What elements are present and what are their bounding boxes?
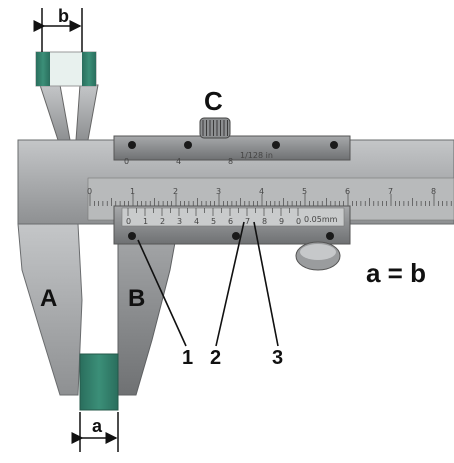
screw-icon: [184, 141, 192, 149]
knurl-lines: [202, 120, 228, 136]
main-scale-label: 7: [388, 187, 393, 196]
label-a: a: [92, 416, 103, 436]
main-scale-label: 2: [173, 187, 178, 196]
callouts: 1 2 3: [137, 221, 283, 369]
measured-block: [79, 353, 119, 411]
vernier-scale-label: 7: [245, 217, 250, 226]
clamp-screw: C: [199, 86, 231, 139]
vernier-scale-label: 4: [194, 217, 199, 226]
label-c: C: [204, 86, 223, 116]
label-b: b: [58, 6, 69, 26]
inch-scale-labels: 0 4 8: [124, 157, 233, 166]
vernier-slider: 0 1 2 3 4 5 6 7 8 9 0 0.05mm 0 4 8 1/128 in: [113, 135, 351, 271]
main-scale-label: 5: [302, 187, 307, 196]
vernier-scale-label: 8: [262, 217, 267, 226]
vernier-scale-label: 0: [296, 217, 301, 226]
label-jaw-a: A: [40, 285, 57, 312]
width-a-dimension: a: [71, 412, 119, 452]
fixed-jaw-a: A: [17, 223, 83, 396]
main-scale-label: 8: [431, 187, 436, 196]
vernier-note: 0.05mm: [304, 215, 338, 224]
equation-text: a = b: [366, 258, 426, 288]
movable-jaw-b: B: [117, 225, 179, 396]
main-scale-label: 6: [345, 187, 350, 196]
screw-icon: [326, 232, 334, 240]
width-b-dimension: b: [33, 6, 83, 52]
inch-scale-label: 0: [124, 157, 129, 166]
screw-icon: [272, 141, 280, 149]
main-scale-ticks: [89, 194, 452, 206]
main-scale-label: 3: [216, 187, 221, 196]
callout-1: 1: [182, 347, 193, 369]
main-scale-label: 1: [130, 187, 135, 196]
gauge-ring-left: [36, 52, 50, 86]
main-scale-label: 4: [259, 187, 264, 196]
vernier-scale-label: 9: [279, 217, 284, 226]
vernier-scale-label: 6: [228, 217, 233, 226]
screw-icon: [330, 141, 338, 149]
vernier-scale-label: 2: [160, 217, 165, 226]
inch-note: 1/128 in: [240, 151, 273, 160]
callout-3: 3: [272, 347, 283, 369]
screw-icon: [128, 141, 136, 149]
screw-icon: [128, 232, 136, 240]
callout-2: 2: [210, 347, 221, 369]
vernier-scale-label: 0: [126, 217, 131, 226]
vernier-scale-label: 1: [143, 217, 148, 226]
label-jaw-b: B: [128, 285, 145, 312]
gauge-ring-right: [82, 52, 96, 86]
inch-scale-label: 4: [176, 157, 181, 166]
vernier-scale-labels: 0 1 2 3 4 5 6 7 8 9 0: [126, 217, 301, 226]
inch-scale-label: 8: [228, 157, 233, 166]
vernier-scale-ticks: [127, 208, 299, 216]
main-scale-labels: 0 1 2 3 4 5 6 7 8: [87, 187, 436, 196]
main-scale-label: 0: [87, 187, 92, 196]
upper-jaws: [35, 51, 99, 141]
vernier-scale-label: 3: [177, 217, 182, 226]
screw-icon: [232, 232, 240, 240]
vernier-scale-label: 5: [211, 217, 216, 226]
slider-top-plate: [113, 135, 351, 161]
